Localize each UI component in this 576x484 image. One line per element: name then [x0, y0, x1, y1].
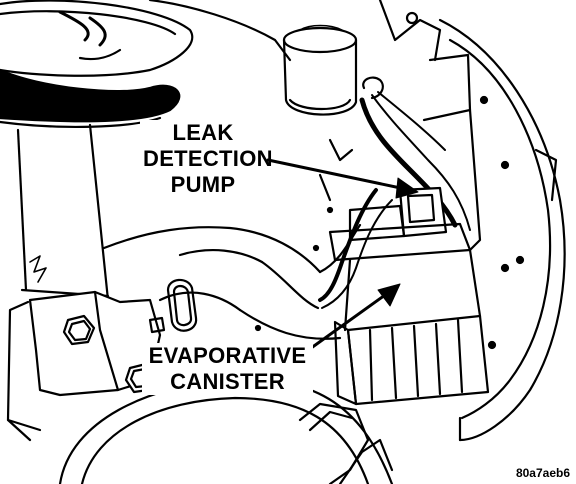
access-slot: [166, 278, 198, 332]
evaporative-canister-label: EVAPORATIVE CANISTER: [142, 343, 313, 395]
leak-pump-leader: [266, 158, 419, 199]
brake-rotor: [58, 378, 394, 484]
inner-fender: [102, 0, 362, 340]
leak-detection-pump: [328, 53, 482, 262]
reservoir: [282, 24, 358, 116]
leak-label-line-2: DETECTION: [143, 146, 273, 171]
evap-label-line-2: CANISTER: [170, 369, 285, 394]
evaporative-canister: [333, 248, 490, 406]
fender-liner: [438, 18, 566, 442]
body-structure: [254, 0, 442, 332]
leak-detection-pump-label: LEAK DETECTION PUMP: [140, 120, 273, 198]
leak-label-line-3: PUMP: [170, 172, 236, 197]
figure-id: 80a7aeb6: [515, 466, 570, 480]
strut-shock: [16, 123, 110, 302]
leak-label-line-1: LEAK: [172, 120, 234, 145]
coil-spring: [0, 0, 194, 129]
canister-leader: [298, 283, 401, 358]
evap-label-line-1: EVAPORATIVE: [148, 343, 307, 368]
